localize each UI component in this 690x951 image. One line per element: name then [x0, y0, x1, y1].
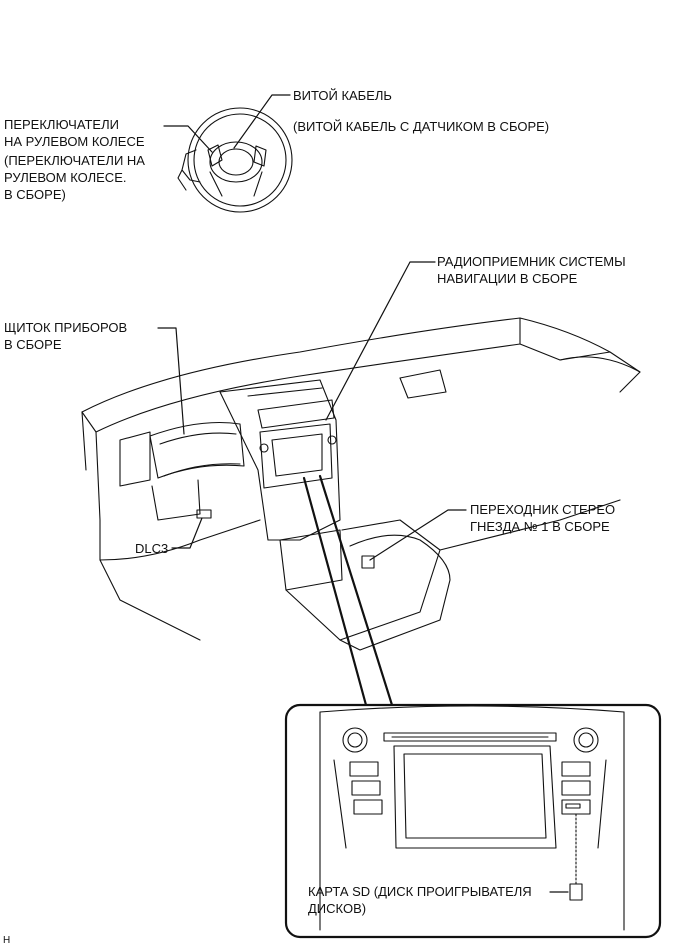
steering-wheel-illustration	[177, 107, 293, 213]
dlc3-label: DLC3	[135, 541, 169, 556]
instrument-cluster-label-line1: ЩИТОК ПРИБОРОВ	[4, 320, 128, 335]
nav-receiver-label-line1: РАДИОПРИЕМНИК СИСТЕМЫ	[437, 254, 626, 269]
steering-switches-label-line1: ПЕРЕКЛЮЧАТЕЛИ	[4, 117, 119, 132]
stereo-jack-label-line1: ПЕРЕХОДНИК СТЕРЕО	[470, 502, 616, 517]
sd-card-label-line1: КАРТА SD (ДИСК ПРОИГРЫВАТЕЛЯ	[308, 884, 532, 899]
spiral-cable-note: (ВИТОЙ КАБЕЛЬ С ДАТЧИКОМ В СБОРЕ)	[293, 119, 550, 134]
steering-switches-note-line1: (ПЕРЕКЛЮЧАТЕЛИ НА	[4, 153, 145, 168]
stereo-jack-label-line2: ГНЕЗДА № 1 В СБОРЕ	[470, 519, 610, 534]
steering-switches-note-line2: РУЛЕВОМ КОЛЕСЕ.	[4, 170, 127, 185]
spiral-cable-label: ВИТОЙ КАБЕЛЬ	[293, 88, 392, 103]
leader-lines	[157, 94, 467, 561]
instrument-cluster-label-line2: В СБОРЕ	[4, 337, 62, 352]
corner-mark: H	[3, 935, 11, 946]
steering-switches-note-line3: В СБОРЕ)	[4, 187, 66, 202]
steering-switches-label-line2: НА РУЛЕВОМ КОЛЕСЕ	[4, 134, 145, 149]
sd-card-label-line2: ДИСКОВ)	[308, 901, 367, 916]
nav-receiver-label-line2: НАВИГАЦИИ В СБОРЕ	[437, 271, 578, 286]
detail-inset-illustration	[319, 705, 625, 931]
dashboard-illustration	[81, 317, 641, 651]
detail-inset-frame	[284, 703, 662, 939]
